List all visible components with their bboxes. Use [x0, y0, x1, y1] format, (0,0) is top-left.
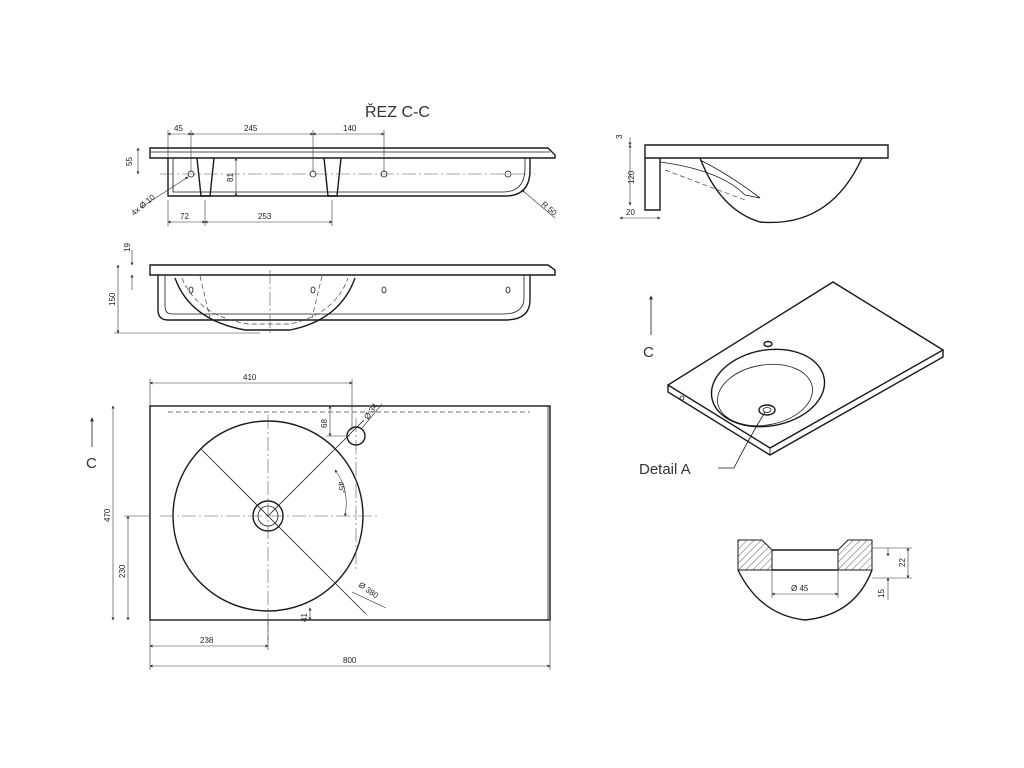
basin-side	[699, 157, 863, 224]
mount-hole	[504, 170, 512, 178]
dim-55: 55	[125, 157, 134, 166]
dim-238: 238	[200, 636, 214, 645]
plan-view: 45° C 410 Ø 34 68 470 230 Ø 380 41 238 8…	[86, 373, 551, 670]
dim-120: 120	[627, 170, 636, 184]
detail-section-right	[837, 539, 873, 571]
tap-hole-iso	[763, 340, 773, 348]
countertop-iso-edge	[667, 350, 944, 456]
basin-hidden	[181, 277, 349, 325]
section-mark-c: C	[86, 455, 97, 472]
skirt-front	[157, 275, 531, 321]
countertop-side	[644, 144, 889, 159]
section-mark-c-iso: C	[643, 344, 654, 361]
dim-245: 245	[244, 124, 258, 133]
detail-curve	[737, 569, 873, 621]
dim-45: 45	[174, 124, 183, 133]
basin-diameter: Ø 380	[357, 580, 380, 600]
drain-diameter: Ø 45	[791, 584, 809, 593]
drain-iso	[758, 404, 776, 416]
tap-hole-dia: Ø 34	[362, 401, 380, 421]
dim-140: 140	[343, 124, 357, 133]
dim-22: 22	[898, 558, 907, 567]
detail-a-label: Detail A	[639, 461, 691, 478]
radius-callout: R 50	[540, 200, 559, 218]
dim-41: 41	[300, 613, 309, 622]
angle-45: 45°	[336, 481, 347, 494]
bracket-right	[323, 157, 342, 197]
section-title: ŘEZ C-C	[365, 102, 430, 121]
detail-section-left	[737, 539, 773, 571]
countertop-plan	[149, 405, 551, 621]
front-view: 19 150	[108, 243, 556, 335]
section-view: ŘEZ C-C 45 245 140 55 81 7	[125, 102, 559, 226]
dim-20: 20	[626, 208, 635, 217]
dim-15: 15	[877, 589, 886, 598]
dim-150: 150	[108, 292, 117, 306]
dim-19: 19	[123, 243, 132, 252]
skirt-inner	[172, 158, 526, 193]
dim-68: 68	[320, 419, 329, 428]
detail-leader	[718, 411, 766, 469]
bracket-side	[659, 159, 761, 199]
isometric-view: C Detail A	[639, 281, 945, 478]
detail-view: Ø 45 22 15	[737, 539, 912, 621]
countertop-iso	[666, 281, 945, 449]
countertop-front	[149, 264, 556, 276]
dim-470: 470	[103, 508, 112, 522]
bracket-left	[196, 157, 215, 197]
dim-230: 230	[118, 564, 127, 578]
dim-3: 3	[615, 134, 624, 139]
dim-253: 253	[258, 212, 272, 221]
side-view: 3 120 20	[615, 134, 889, 224]
skirt-outline	[167, 158, 531, 197]
dim-72: 72	[180, 212, 189, 221]
countertop-section	[149, 147, 556, 159]
basin-profile	[174, 277, 356, 331]
basin-iso	[710, 348, 826, 428]
holes-callout: 4x Ø 10	[130, 192, 158, 217]
skirt-side	[644, 158, 661, 211]
dim-800: 800	[343, 656, 357, 665]
dim-410: 410	[243, 373, 257, 382]
skirt-front-inner	[164, 275, 525, 315]
dim-81: 81	[226, 173, 235, 182]
